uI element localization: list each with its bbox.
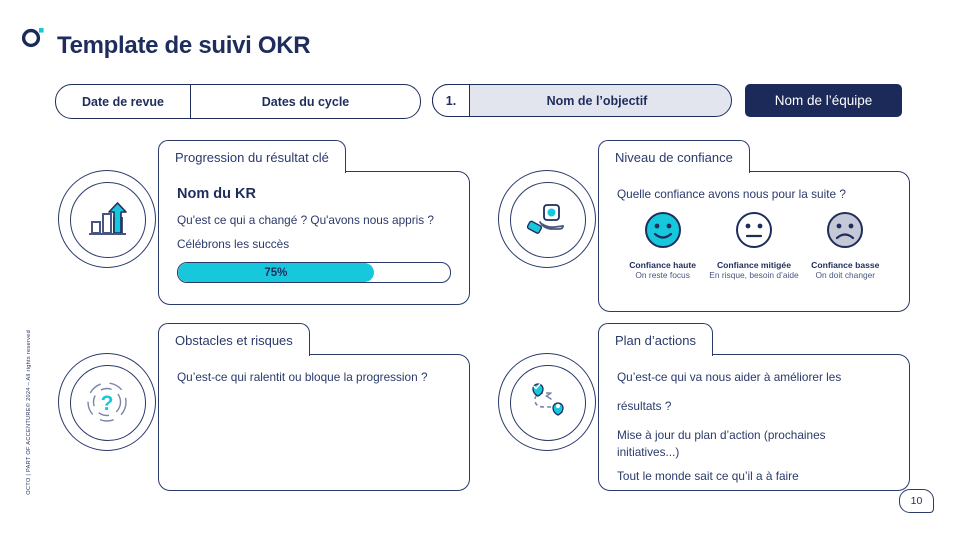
route-map-pins-icon — [520, 375, 574, 429]
confidence-level-medium[interactable]: Confiance mitigée En risque, besoin d’ai… — [709, 210, 799, 281]
card-action-plan: Plan d’actions Qu’est-ce qui va nous aid… — [498, 323, 910, 491]
obstacles-icon-circle: ? — [58, 353, 156, 451]
hand-holding-gem-icon — [520, 192, 574, 246]
confidence-low-name: Confiance basse — [811, 260, 880, 271]
svg-text:?: ? — [101, 392, 114, 415]
action-plan-body[interactable]: Qu’est-ce qui va nous aider à améliorer … — [598, 354, 910, 491]
key-result-body: Nom du KR Qu'est ce qui a changé ? Qu'av… — [158, 171, 470, 305]
cycle-dates-tab[interactable]: Dates du cycle — [261, 94, 350, 109]
icon-inner-ring — [510, 182, 586, 258]
action-plan-icon-circle — [498, 353, 596, 451]
confidence-level-high[interactable]: Confiance haute On reste focus — [617, 210, 707, 281]
octo-ring-logo-icon — [20, 24, 46, 50]
kr-progress-bar[interactable]: 75% — [177, 262, 451, 284]
copyright-text: OCTO | PART OF ACCENTURE© 2024 – All rig… — [26, 330, 32, 495]
action-plan-line-4: Tout le monde sait ce qu’il a à faire — [617, 469, 799, 484]
icon-inner-ring — [70, 182, 146, 258]
confidence-high-desc: On reste focus — [635, 270, 690, 281]
review-date-tab[interactable]: Date de revue — [56, 85, 191, 118]
key-result-icon-circle — [58, 170, 156, 268]
objective-label: Nom de l’objectif — [546, 93, 648, 108]
card-confidence: Niveau de confiance Quelle confiance avo… — [498, 140, 910, 312]
icon-inner-ring — [510, 365, 586, 441]
page-title: Template de suivi OKR — [57, 32, 311, 59]
sad-face-icon — [827, 212, 864, 249]
confidence-high-name: Confiance haute — [629, 260, 697, 271]
confidence-tab-title: Niveau de confiance — [598, 140, 750, 173]
kr-line-1: Qu'est ce qui a changé ? Qu'avons nous a… — [177, 213, 434, 227]
dates-pill-group: Date de revue Dates du cycle — [55, 84, 421, 119]
card-key-result: Progression du résultat clé Nom du KR Qu… — [58, 140, 470, 305]
confidence-levels: Confiance haute On reste focus Confiance… — [617, 210, 891, 281]
icon-inner-ring — [70, 365, 146, 441]
confidence-medium-desc: En risque, besoin d’aide — [709, 270, 799, 281]
kr-progress-fill: 75% — [178, 263, 374, 283]
question-mark-radar-icon: ? — [80, 375, 134, 429]
obstacles-line-1: Qu’est-ce qui ralentit ou bloque la prog… — [177, 370, 428, 384]
kr-progress-value: 75% — [264, 266, 288, 279]
confidence-icon-circle — [498, 170, 596, 268]
confidence-medium-name: Confiance mitigée — [716, 260, 791, 271]
confidence-low-desc: On doit changer — [815, 270, 876, 281]
action-plan-line-1: Qu’est-ce qui va nous aider à améliorer … — [617, 370, 842, 384]
key-result-tab-title: Progression du résultat clé — [158, 140, 346, 173]
bar-chart-growth-icon — [80, 192, 134, 246]
obstacles-tab-title: Obstacles et risques — [158, 323, 310, 356]
confidence-question: Quelle confiance avons nous pour la suit… — [617, 187, 846, 201]
objective-pill[interactable]: Nom de l’objectif — [432, 84, 732, 117]
card-obstacles: ? Obstacles et risques Qu’est-ce qui ral… — [58, 323, 470, 491]
team-name-button[interactable]: Nom de l’équipe — [745, 84, 902, 117]
happy-face-icon — [644, 212, 681, 249]
neutral-face-icon — [735, 212, 772, 249]
action-plan-line-2: résultats ? — [617, 399, 672, 414]
confidence-body: Quelle confiance avons nous pour la suit… — [598, 171, 910, 312]
objective-number-badge: 1. — [432, 84, 470, 117]
action-plan-line-3: Mise à jour du plan d’action (prochaines… — [617, 428, 826, 460]
kr-name: Nom du KR — [177, 186, 256, 202]
confidence-level-low[interactable]: Confiance basse On doit changer — [800, 210, 890, 281]
action-plan-tab-title: Plan d’actions — [598, 323, 713, 356]
page-number-badge: 10 — [899, 489, 934, 513]
kr-line-2: Célébrons les succès — [177, 237, 290, 252]
obstacles-body[interactable]: Qu’est-ce qui ralentit ou bloque la prog… — [158, 354, 470, 491]
